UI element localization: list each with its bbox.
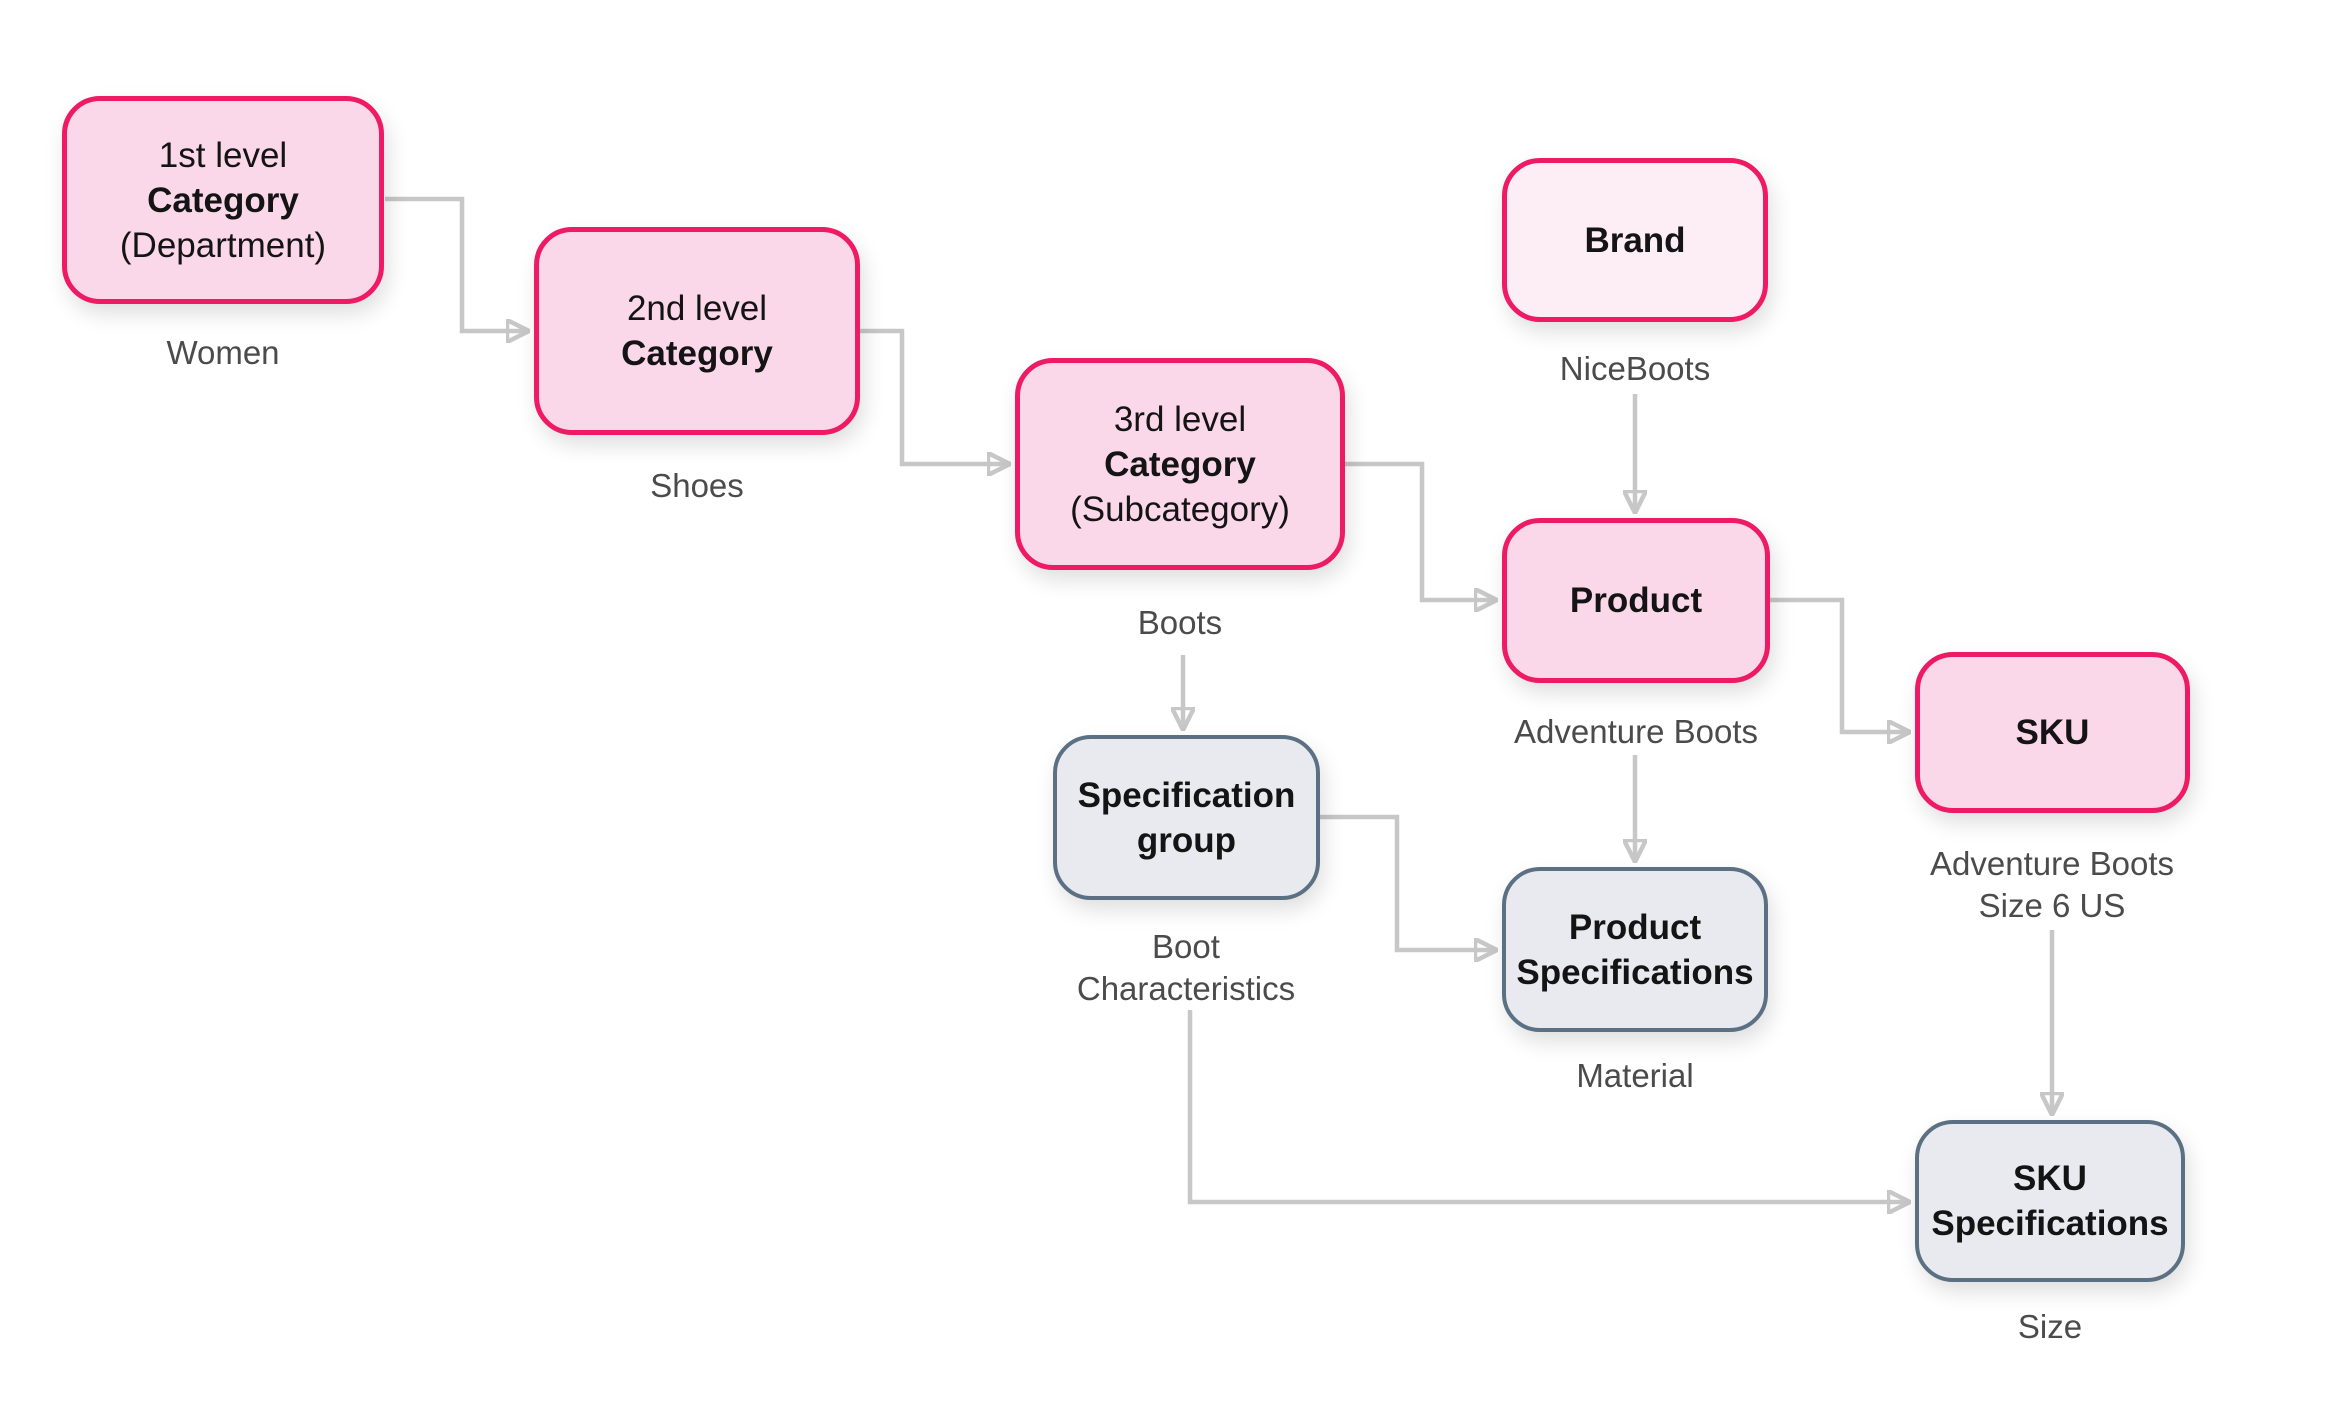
node-product-specifications: Product Specifications <box>1502 867 1768 1032</box>
node-product-specifications-line2: Specifications <box>1516 952 1754 992</box>
node-sku-specifications: SKU Specifications <box>1915 1120 2185 1282</box>
connector-cat2-to-cat3 <box>860 328 1009 464</box>
node-specification-group-line1: Specification <box>1077 775 1296 815</box>
example-label-niceboots: NiceBoots <box>1559 350 1711 387</box>
example-label-sku: Adventure Boots Size 6 US <box>1752 843 2345 927</box>
example-label-boot-characteristics: Boot Characteristics <box>886 926 1486 1010</box>
example-label-size: Size <box>2017 1308 2083 1345</box>
node-brand-title: Brand <box>1584 220 1686 260</box>
connector-specgroup-to-productspecs <box>1320 814 1496 950</box>
node-category-level1: 1st level Category (Department) <box>62 96 384 304</box>
example-label-sku-line2: Size 6 US <box>1978 887 2126 924</box>
example-label-boot-characteristics-line1: Boot <box>1152 928 1220 965</box>
node-category-level2-line1: 2nd level <box>626 289 768 328</box>
node-product-specifications-line1: Product <box>1568 907 1702 947</box>
node-category-level3-line1: 3rd level <box>1113 399 1247 439</box>
node-product-title: Product <box>1569 581 1703 620</box>
node-brand: Brand <box>1502 158 1768 322</box>
node-category-level1-line2: Category <box>147 180 299 220</box>
connector-product-to-sku <box>1770 597 1909 732</box>
example-label-sku-line1: Adventure Boots <box>1930 845 2174 882</box>
node-specification-group: Specification group <box>1053 735 1320 900</box>
node-sku-title: SKU <box>2015 713 2090 752</box>
connector-cat3-to-product <box>1345 461 1496 600</box>
node-specification-group-line2: group <box>1136 820 1237 860</box>
node-category-level3-line2: Category <box>1104 444 1256 484</box>
node-category-level2: 2nd level Category <box>534 227 860 435</box>
node-category-level1-line1: 1st level <box>158 135 288 175</box>
node-product: Product <box>1502 518 1770 683</box>
example-label-boot-characteristics-line2: Characteristics <box>1076 970 1296 1007</box>
node-category-level3: 3rd level Category (Subcategory) <box>1015 358 1345 570</box>
node-sku: SKU <box>1915 652 2190 813</box>
node-category-level2-line2: Category <box>621 334 773 373</box>
node-category-level1-line3: (Department) <box>119 225 327 265</box>
connector-specgroup-to-skuspecs <box>1187 1010 1909 1202</box>
example-label-adventure-boots: Adventure Boots <box>1514 713 1758 750</box>
node-sku-specifications-line2: Specifications <box>1931 1204 2169 1243</box>
connector-cat1-to-cat2 <box>385 196 528 331</box>
example-label-women: Women <box>166 334 280 371</box>
node-category-level3-line3: (Subcategory) <box>1070 489 1290 529</box>
example-label-material: Material <box>1576 1057 1694 1094</box>
example-label-shoes: Shoes <box>650 467 744 504</box>
example-label-boots: Boots <box>1137 604 1223 641</box>
node-sku-specifications-line1: SKU <box>2013 1159 2087 1198</box>
